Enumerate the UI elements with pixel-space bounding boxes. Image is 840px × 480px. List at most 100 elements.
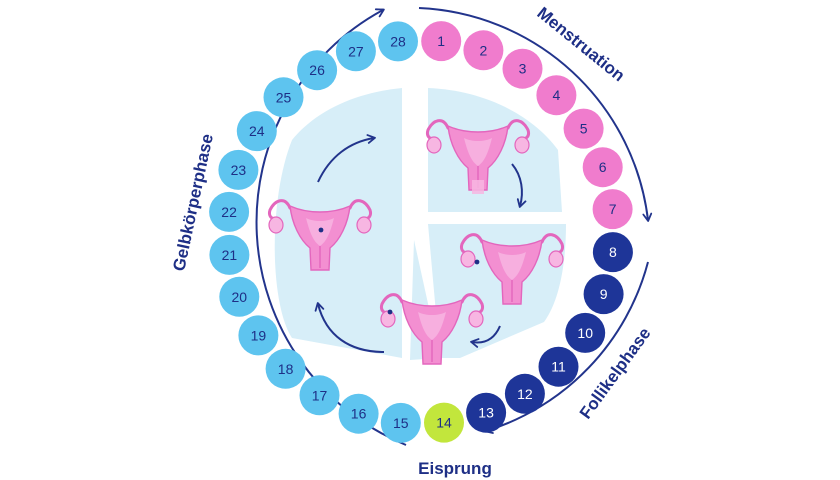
day-26: 26 bbox=[297, 50, 338, 91]
day-number: 7 bbox=[609, 201, 617, 217]
day-bubble bbox=[238, 315, 279, 356]
phase-label-menstruation: Menstruation bbox=[533, 3, 628, 85]
day-22: 22 bbox=[209, 191, 250, 232]
day-1: 1 bbox=[421, 21, 462, 62]
day-9: 9 bbox=[583, 274, 624, 315]
day-number: 17 bbox=[312, 387, 328, 403]
day-28: 28 bbox=[378, 21, 418, 62]
day-number: 22 bbox=[221, 204, 237, 220]
day-5: 5 bbox=[563, 108, 604, 149]
day-number: 25 bbox=[276, 89, 292, 105]
day-bubble bbox=[218, 149, 259, 190]
day-10: 10 bbox=[565, 312, 606, 353]
day-number: 20 bbox=[232, 289, 248, 305]
phase-label-eisprung: Eisprung bbox=[418, 459, 492, 478]
ring-arrow-top-right bbox=[418, 7, 653, 222]
uterus-icon bbox=[267, 199, 373, 272]
day-24: 24 bbox=[236, 111, 277, 152]
day-bubble bbox=[265, 348, 306, 389]
day-bubble bbox=[466, 392, 507, 433]
day-number: 27 bbox=[348, 43, 364, 59]
inner-arrow-top-left bbox=[317, 134, 376, 183]
day-number: 13 bbox=[478, 405, 494, 421]
day-4: 4 bbox=[536, 75, 577, 116]
day-bubble bbox=[297, 50, 338, 91]
day-number: 14 bbox=[436, 415, 452, 431]
day-number: 6 bbox=[599, 159, 607, 175]
day-number: 26 bbox=[309, 62, 325, 78]
egg-icon bbox=[387, 309, 393, 315]
day-number: 16 bbox=[351, 406, 367, 422]
uterus-icon bbox=[425, 119, 531, 194]
day-number: 4 bbox=[553, 87, 561, 103]
day-number: 5 bbox=[580, 121, 588, 137]
uterus-icon bbox=[459, 233, 565, 306]
day-number: 24 bbox=[249, 123, 265, 139]
cycle-arrow-icon bbox=[314, 134, 527, 353]
day-11: 11 bbox=[538, 346, 579, 387]
inner-arrow-bottom-left bbox=[314, 302, 385, 353]
inner-arrow-bottom-right bbox=[470, 325, 501, 348]
day-bubble bbox=[335, 31, 376, 72]
day-bubble bbox=[592, 232, 633, 273]
day-bubble bbox=[463, 30, 504, 71]
day-20: 20 bbox=[219, 276, 260, 317]
day-3: 3 bbox=[502, 48, 543, 89]
day-bubble bbox=[299, 375, 340, 416]
day-number: 19 bbox=[251, 327, 267, 343]
day-bubble bbox=[592, 189, 633, 230]
day-bubble bbox=[424, 402, 464, 443]
day-bubble bbox=[582, 147, 623, 188]
day-bubble bbox=[236, 111, 277, 152]
day-number: 21 bbox=[222, 247, 238, 263]
day-bubble bbox=[538, 346, 579, 387]
day-bubble bbox=[563, 108, 604, 149]
day-bubble bbox=[209, 191, 250, 232]
day-number: 28 bbox=[390, 33, 406, 49]
day-number: 3 bbox=[519, 61, 527, 77]
day-number: 18 bbox=[278, 361, 294, 377]
day-7: 7 bbox=[592, 189, 633, 230]
day-8: 8 bbox=[592, 232, 633, 273]
day-number: 2 bbox=[480, 42, 488, 58]
day-bubble bbox=[583, 274, 624, 315]
day-bubble bbox=[263, 77, 304, 118]
day-17: 17 bbox=[299, 375, 340, 416]
day-number: 23 bbox=[231, 162, 247, 178]
day-number: 8 bbox=[609, 244, 617, 260]
day-15: 15 bbox=[380, 402, 421, 443]
day-number: 10 bbox=[577, 325, 593, 341]
day-18: 18 bbox=[265, 348, 306, 389]
day-bubble bbox=[380, 402, 421, 443]
day-27: 27 bbox=[335, 31, 376, 72]
day-ring: 1234567891011121314151617181920212223242… bbox=[209, 21, 633, 443]
egg-icon bbox=[474, 259, 480, 265]
day-21: 21 bbox=[209, 234, 250, 275]
day-bubble bbox=[338, 393, 379, 434]
day-bubble bbox=[378, 21, 418, 62]
inner-arrow-right bbox=[511, 163, 527, 208]
ring-arrow-bottom-right bbox=[484, 261, 649, 434]
day-number: 15 bbox=[393, 415, 409, 431]
day-12: 12 bbox=[504, 373, 545, 414]
day-number: 1 bbox=[437, 33, 445, 49]
day-bubble bbox=[536, 75, 577, 116]
day-number: 9 bbox=[600, 286, 608, 302]
day-23: 23 bbox=[218, 149, 259, 190]
day-bubble bbox=[504, 373, 545, 414]
day-bubble bbox=[421, 21, 462, 62]
day-bubble bbox=[502, 48, 543, 89]
day-13: 13 bbox=[466, 392, 507, 433]
egg-icon bbox=[318, 227, 324, 233]
uterus-icon bbox=[379, 293, 485, 366]
day-16: 16 bbox=[338, 393, 379, 434]
day-6: 6 bbox=[582, 147, 623, 188]
day-bubble bbox=[209, 234, 250, 275]
day-number: 12 bbox=[517, 386, 533, 402]
day-number: 11 bbox=[551, 359, 566, 375]
day-19: 19 bbox=[238, 315, 279, 356]
day-14: 14 bbox=[424, 402, 464, 443]
day-25: 25 bbox=[263, 77, 304, 118]
day-2: 2 bbox=[463, 30, 504, 71]
